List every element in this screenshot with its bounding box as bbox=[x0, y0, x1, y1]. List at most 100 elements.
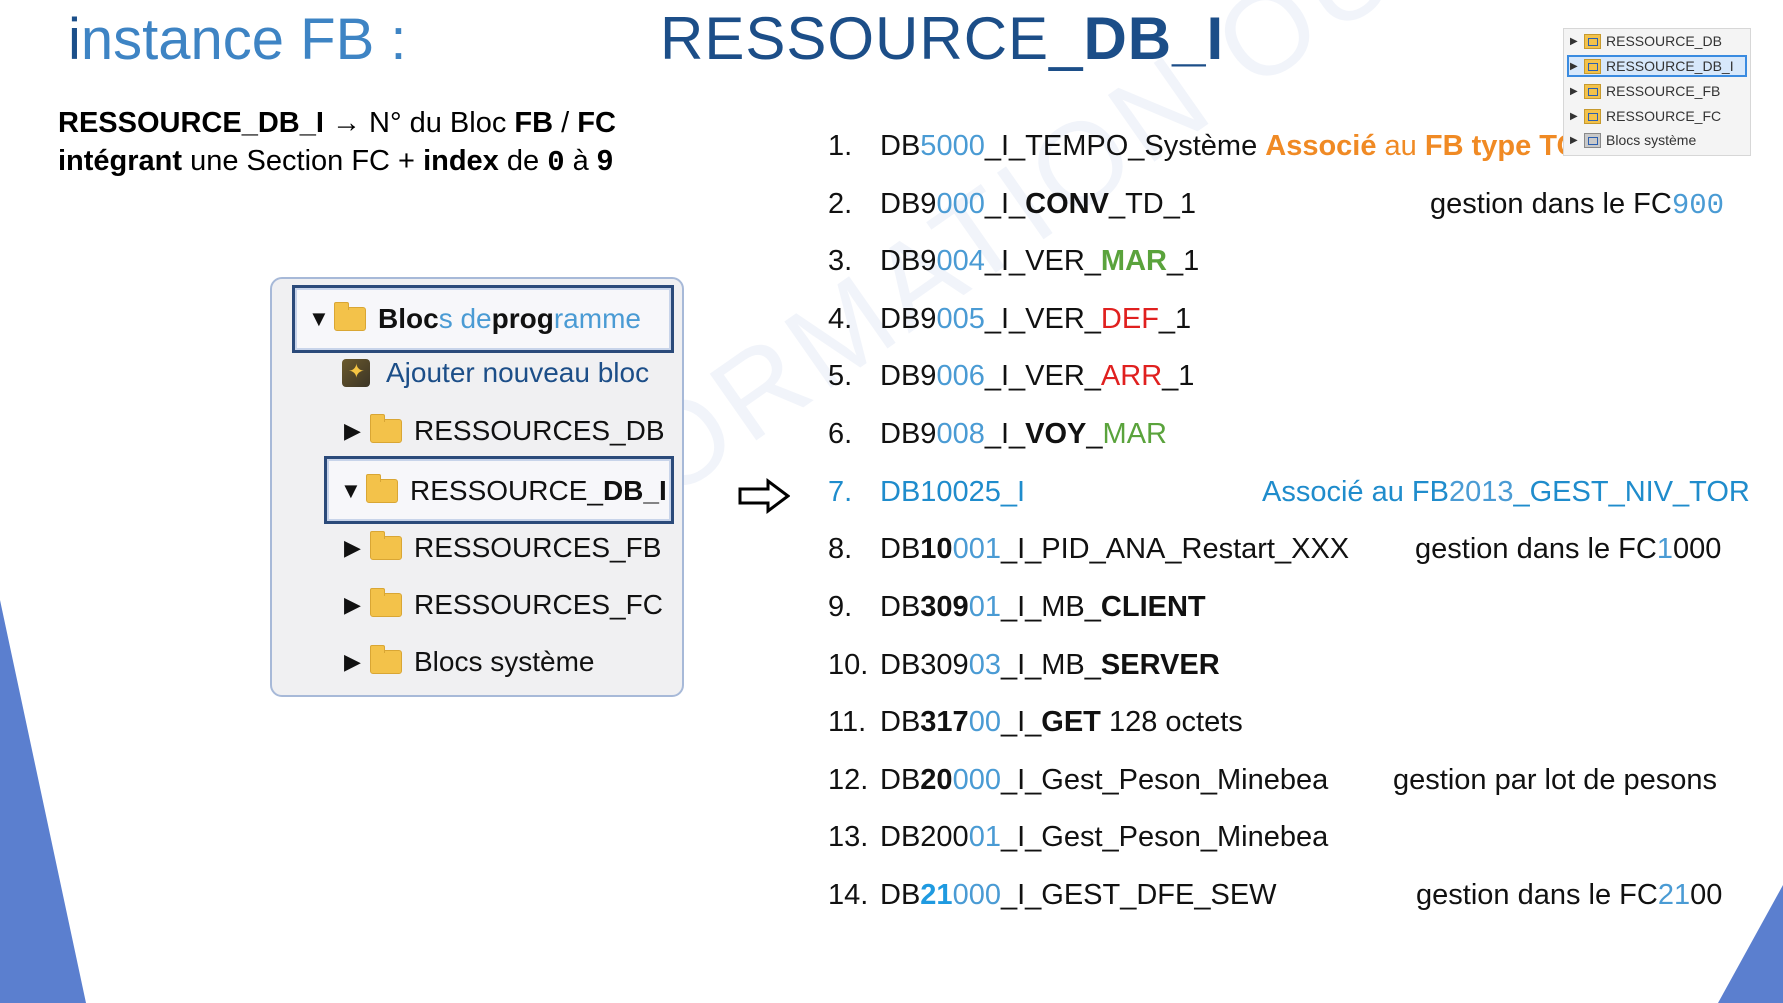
triangle-right-icon[interactable]: ▶ bbox=[1570, 110, 1578, 122]
mini-tree-item[interactable]: ▶ RESSOURCE_DB bbox=[1570, 33, 1722, 49]
mini-tree-label: RESSOURCE_FB bbox=[1606, 83, 1721, 99]
root-label-p2: s de bbox=[438, 303, 492, 334]
block-folder-icon bbox=[1584, 108, 1601, 124]
db-part: 00 bbox=[968, 706, 1001, 738]
db-part: CLIENT bbox=[1100, 591, 1206, 623]
mini-tree-label: RESSOURCE_DB_I bbox=[1606, 58, 1734, 74]
tree-item-label: RESSOURCES_DB bbox=[414, 415, 665, 446]
subtitle-l2-g: 9 bbox=[596, 145, 613, 177]
mini-project-tree: ▶ RESSOURCE_DB ▶ RESSOURCE_DB_I ▶ RESSOURCE… bbox=[1563, 28, 1751, 156]
list-num: 10. bbox=[828, 649, 869, 681]
tree-item-ressources-db[interactable]: ▶ RESSOURCES_DB bbox=[344, 414, 665, 447]
db-part: _ bbox=[1086, 418, 1103, 450]
list-num: 13. bbox=[828, 821, 869, 853]
note-number: 1 bbox=[1656, 533, 1673, 565]
list-item-9: 9.DB30901_I_MB_CLIENT bbox=[828, 591, 1206, 624]
page-title: RESSOURCE_DB_I bbox=[660, 4, 1224, 73]
note-text: _GEST_NIV_TOR bbox=[1513, 476, 1750, 508]
list-num: 3. bbox=[828, 245, 853, 277]
tree-item-blocs-systeme[interactable]: ▶ Blocs système bbox=[344, 645, 595, 678]
list-item-3: 3.DB9004_I_VER_MAR_1 bbox=[828, 245, 1199, 278]
subtitle: RESSOURCE_DB_I → N° du Bloc FB / FC inté… bbox=[58, 104, 616, 182]
triangle-right-icon[interactable]: ▶ bbox=[1570, 60, 1578, 72]
db-part: GET bbox=[1041, 706, 1101, 738]
triangle-right-icon[interactable]: ▶ bbox=[344, 649, 361, 674]
note-text: gestion dans le FC bbox=[1430, 188, 1672, 220]
db-prefix: DB bbox=[880, 591, 921, 623]
db-prefix: DB bbox=[880, 303, 921, 335]
db-part: 128 octets bbox=[1100, 706, 1243, 738]
tree-item-label-c: _I bbox=[643, 475, 667, 506]
db-part: _I_VER_ bbox=[984, 245, 1101, 277]
mini-tree-item[interactable]: ▶ RESSOURCE_FB bbox=[1570, 83, 1720, 99]
db-part: 5 bbox=[920, 130, 937, 162]
list-num: 1. bbox=[828, 130, 853, 162]
folder-icon bbox=[370, 531, 402, 560]
db-part: VOY bbox=[1025, 418, 1087, 450]
triangle-right-icon[interactable]: ▶ bbox=[1570, 134, 1578, 146]
list-num: 8. bbox=[828, 533, 853, 565]
list-item-14: 14.DB21000_I_GEST_DFE_SEW bbox=[828, 879, 1277, 912]
db-part: _I_TEMPO_Système bbox=[984, 130, 1266, 162]
subtitle-l2-f: à bbox=[564, 145, 597, 177]
tree-item-label: RESSOURCES_FC bbox=[414, 589, 663, 620]
db-prefix: DB bbox=[880, 706, 921, 738]
triangle-right-icon[interactable]: ▶ bbox=[1570, 85, 1578, 97]
db-part: 200 bbox=[920, 821, 969, 853]
db-part: 000 bbox=[936, 130, 985, 162]
db-prefix: DB bbox=[880, 879, 921, 911]
title-main-part3: _I bbox=[1172, 5, 1225, 72]
triangle-right-icon[interactable]: ▶ bbox=[1570, 35, 1578, 47]
list-item-2: 2.DB9000_I_CONV_TD_1 bbox=[828, 188, 1196, 221]
list-item-8: 8.DB10001_I_PID_ANA_Restart_XXX bbox=[828, 533, 1349, 566]
db-part: 006 bbox=[936, 360, 985, 392]
db-prefix: DB bbox=[880, 130, 921, 162]
subtitle-l2-d: de bbox=[498, 145, 548, 177]
note-number: 900 bbox=[1671, 189, 1725, 222]
block-folder-icon bbox=[1584, 58, 1601, 74]
tree-item-ressources-fc[interactable]: ▶ RESSOURCES_FC bbox=[344, 588, 663, 621]
db-part: DEF bbox=[1100, 303, 1159, 335]
db-note: Associé bbox=[1265, 130, 1377, 162]
triangle-down-icon[interactable]: ▼ bbox=[340, 478, 362, 503]
subtitle-line2: intégrant une Section FC + index de 0 à … bbox=[58, 142, 616, 182]
mini-tree-label: Blocs système bbox=[1606, 132, 1697, 148]
triangle-down-icon[interactable]: ▼ bbox=[308, 306, 330, 331]
root-label-p3: prog bbox=[491, 303, 554, 334]
db-part: SERVER bbox=[1100, 649, 1220, 681]
list-item-7: 7.DB10025_I bbox=[828, 476, 1025, 509]
list-item-14-note: gestion dans le FC2100 bbox=[1416, 879, 1722, 912]
item-selection-box bbox=[324, 456, 674, 524]
db-part: 9 bbox=[920, 360, 937, 392]
db-part: _1 bbox=[1162, 360, 1195, 392]
add-block-icon bbox=[342, 359, 370, 387]
subtitle-l1-e: FC bbox=[577, 107, 616, 139]
mini-tree-item-selected[interactable]: ▶ RESSOURCE_DB_I bbox=[1570, 58, 1734, 74]
list-num: 7. bbox=[828, 476, 853, 508]
mini-tree-item[interactable]: ▶ RESSOURCE_FC bbox=[1570, 108, 1721, 124]
db-part: _I_GEST_DFE_SEW bbox=[1000, 879, 1277, 911]
tree-item-ressource-db-i[interactable]: ▼ RESSOURCE_DB _I bbox=[340, 474, 667, 507]
triangle-right-icon[interactable]: ▶ bbox=[344, 535, 361, 560]
db-prefix: DB bbox=[880, 188, 921, 220]
subtitle-l2-c: index bbox=[423, 145, 499, 177]
tree-item-ressources-fb[interactable]: ▶ RESSOURCES_FB bbox=[344, 531, 661, 564]
mini-tree-label: RESSOURCE_DB bbox=[1606, 33, 1722, 49]
triangle-right-icon[interactable]: ▶ bbox=[344, 418, 361, 443]
folder-icon bbox=[366, 474, 398, 503]
list-item-10: 10.DB30903_I_MB_SERVER bbox=[828, 649, 1220, 682]
folder-icon bbox=[334, 302, 366, 331]
list-item-8-note: gestion dans le FC1000 bbox=[1415, 533, 1721, 566]
tree-add-new-block[interactable]: Ajouter nouveau bloc bbox=[342, 357, 649, 389]
mini-selection-box bbox=[1567, 55, 1747, 77]
db-prefix: DB bbox=[880, 764, 921, 796]
triangle-right-icon[interactable]: ▶ bbox=[344, 592, 361, 617]
db-part: 004 bbox=[936, 245, 985, 277]
mini-tree-item[interactable]: ▶ Blocs système bbox=[1570, 132, 1696, 148]
db-part: 309 bbox=[920, 591, 969, 623]
db-part: _I_ bbox=[984, 188, 1026, 220]
mini-tree-label: RESSOURCE_FC bbox=[1606, 108, 1722, 124]
note-number: 21 bbox=[1657, 879, 1691, 911]
